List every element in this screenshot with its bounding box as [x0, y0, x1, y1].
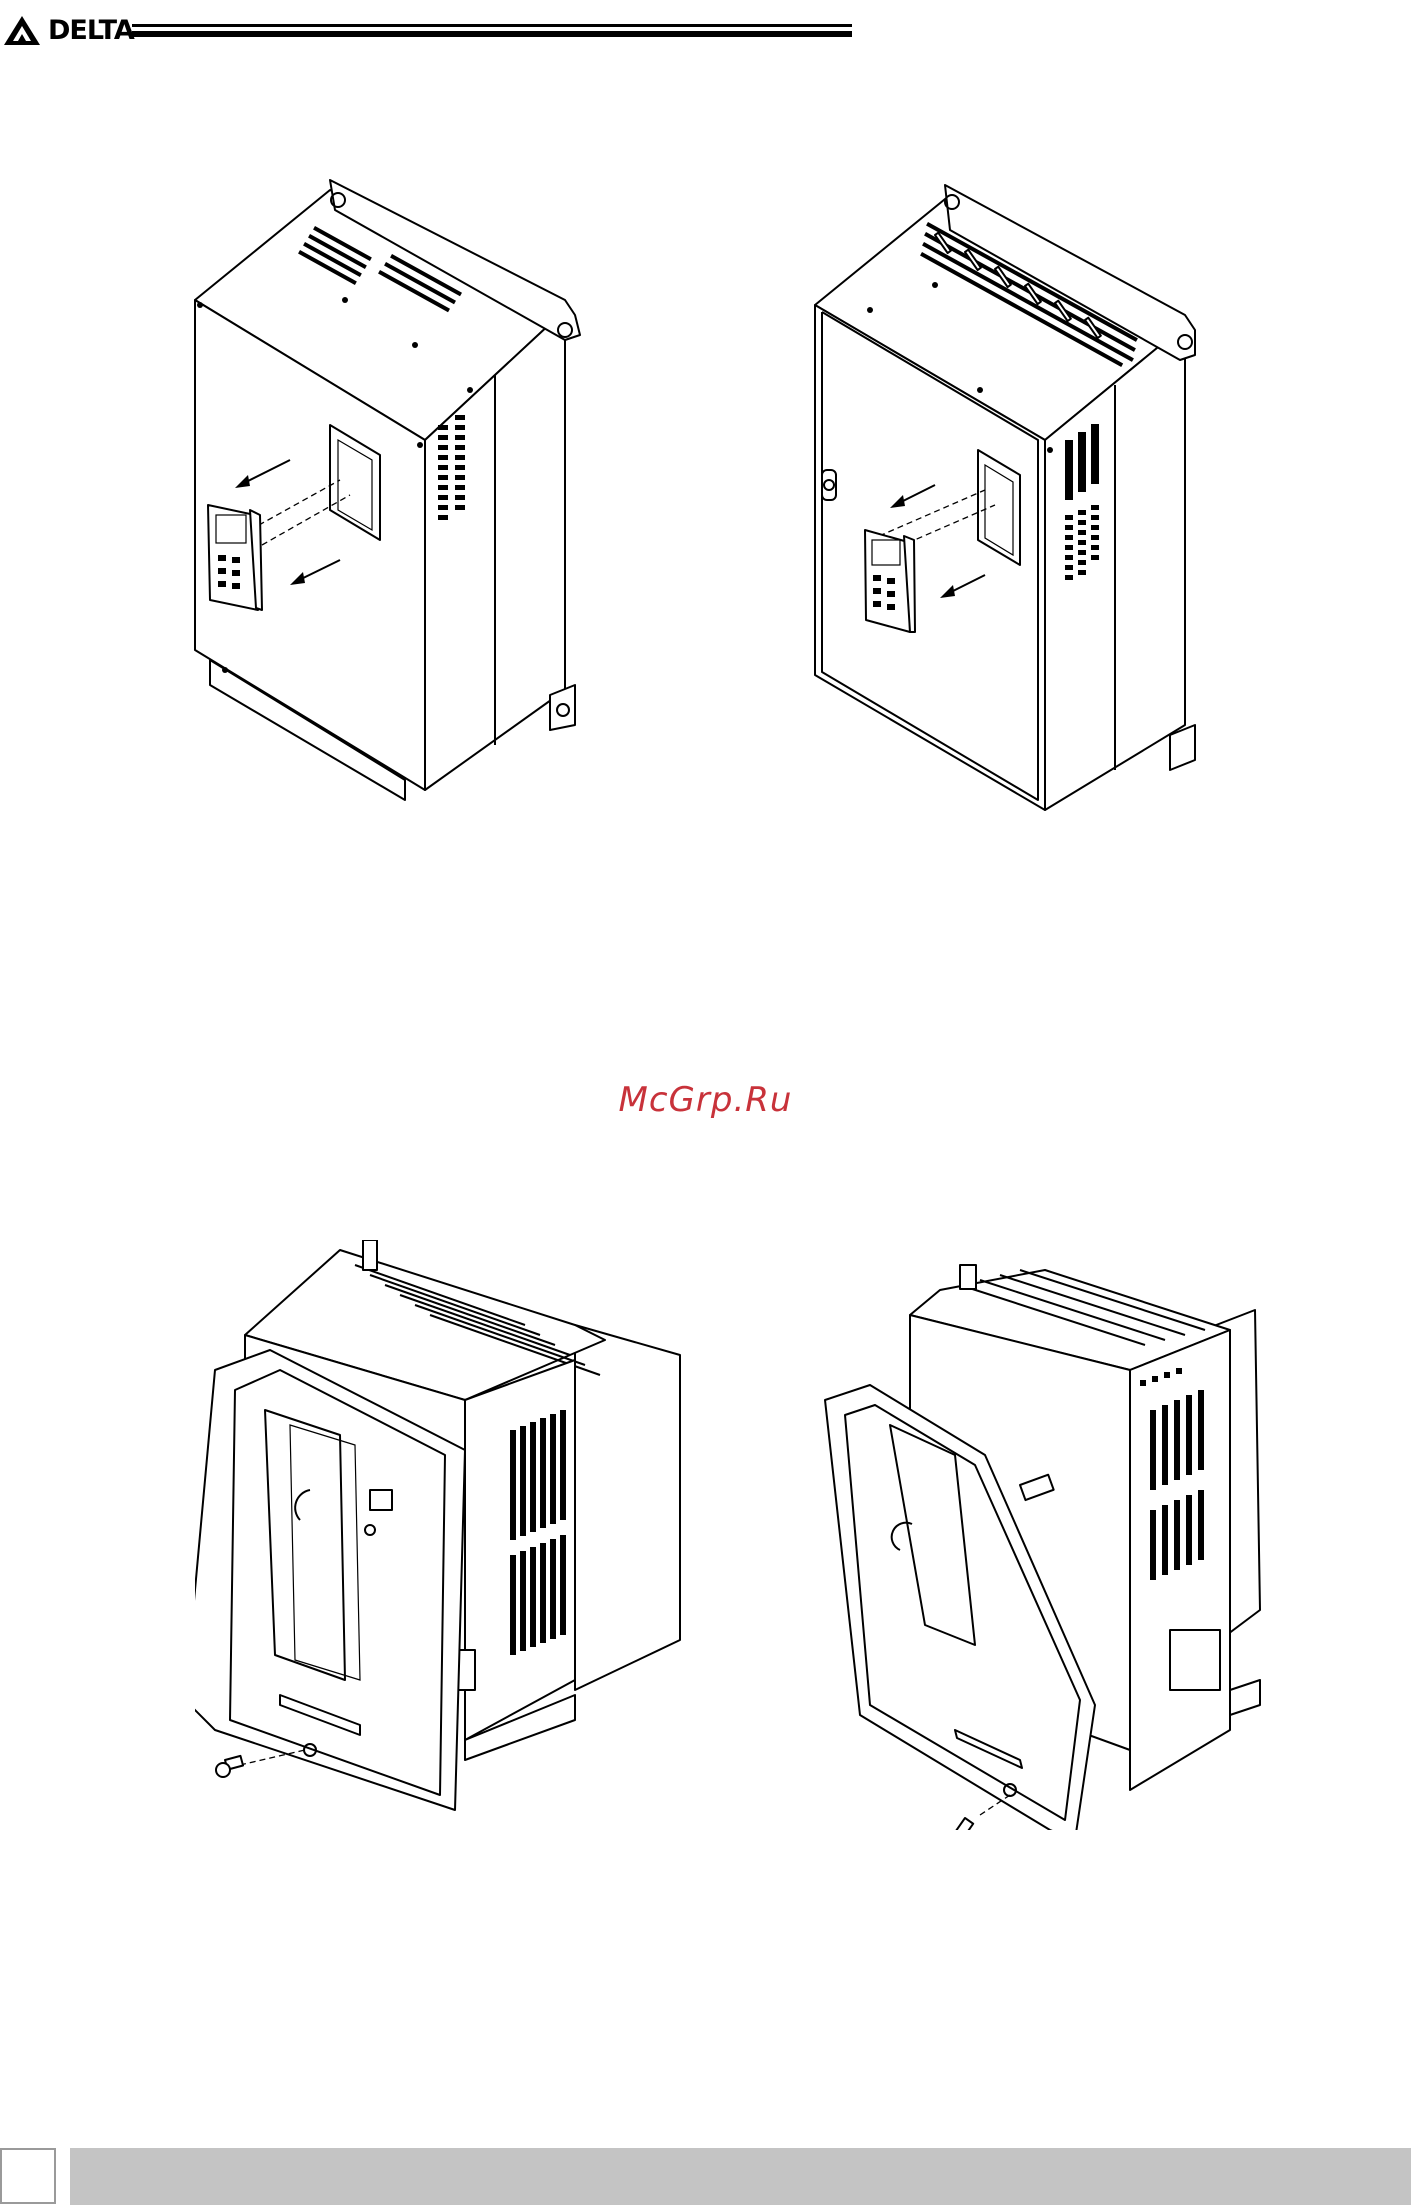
drive-keypad-removal-illustration-1 — [180, 170, 600, 810]
drive-cover-removal-illustration-2 — [810, 1250, 1270, 1830]
header-double-rule — [132, 24, 852, 38]
footer-bar — [70, 2148, 1411, 2205]
page-number-box — [0, 2148, 56, 2204]
drive-keypad-removal-illustration-2 — [800, 170, 1200, 820]
brand-name: DELTA — [48, 14, 134, 48]
watermark-text: McGrp.Ru — [0, 1080, 1411, 1120]
drive-cover-removal-illustration-1 — [195, 1240, 695, 1840]
